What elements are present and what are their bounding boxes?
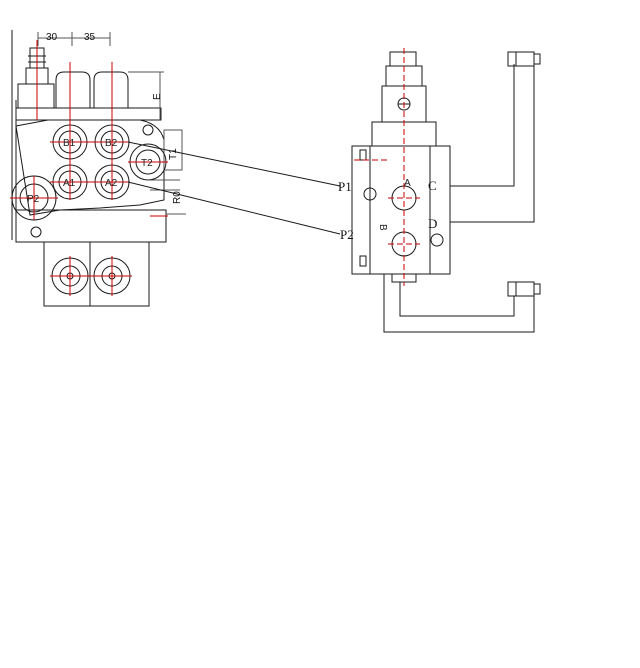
port-label-b2: B2 <box>105 138 118 149</box>
side-label-p1: P1 <box>338 179 352 194</box>
front-center-lines <box>10 40 168 296</box>
port-label-a1: A1 <box>63 178 76 189</box>
dim-r0: R0 <box>172 191 183 204</box>
connector-lines <box>127 141 341 235</box>
side-view <box>351 51 541 333</box>
port-label-b1: B1 <box>63 138 76 149</box>
dim-35: 35 <box>84 32 96 43</box>
side-center-lines <box>354 48 420 286</box>
dim-30: 30 <box>46 32 58 43</box>
side-label-a: A <box>404 178 411 189</box>
port-label-a2: A2 <box>105 178 118 189</box>
dim-e: E <box>152 93 163 100</box>
dim-t1: T1 <box>168 148 179 160</box>
side-label-c: C <box>428 178 437 193</box>
side-label-b: B <box>377 224 388 231</box>
port-label-p2: P2 <box>27 194 40 205</box>
side-label-p2: P2 <box>340 227 354 242</box>
side-label-d: D <box>428 216 437 231</box>
front-view <box>11 30 186 307</box>
port-label-t2: T2 <box>141 158 153 169</box>
